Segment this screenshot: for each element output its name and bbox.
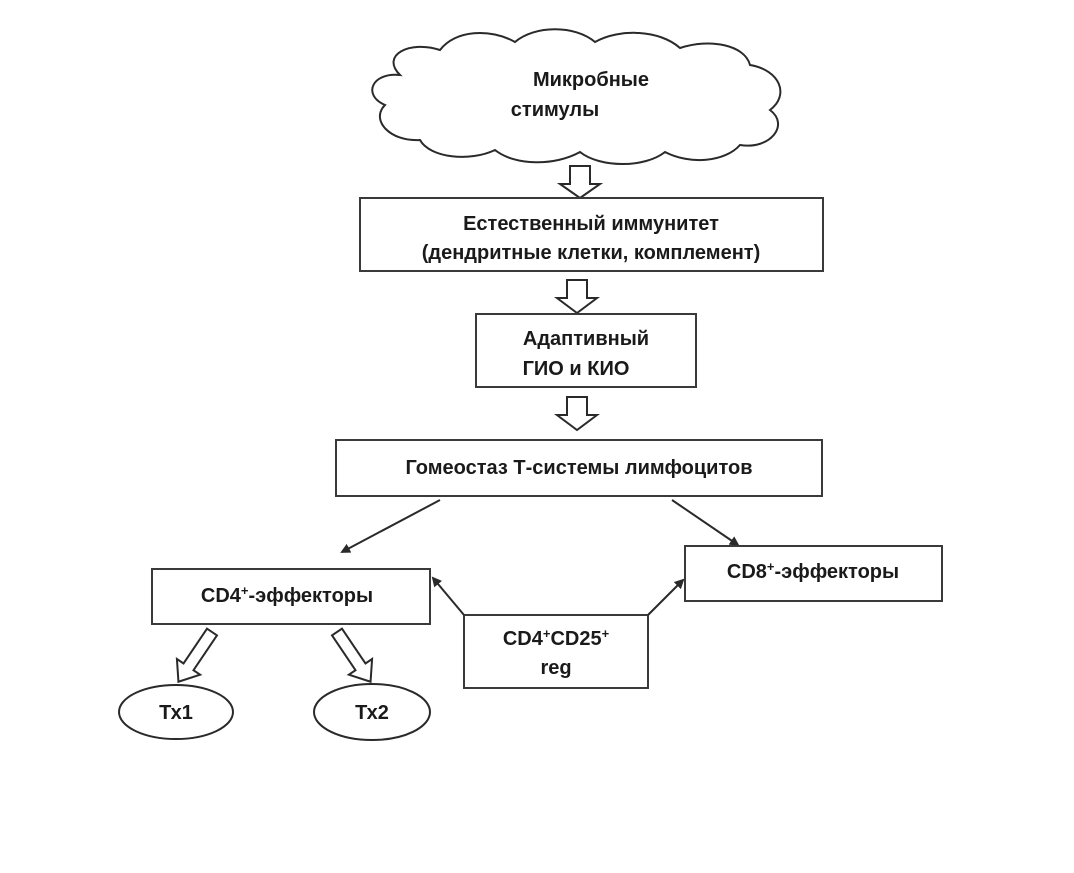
treg-label-line2: reg xyxy=(540,657,571,679)
cd4-box-frame xyxy=(151,568,431,625)
innate-label-line1: Естественный иммунитет xyxy=(463,213,719,235)
hollow-arrow-to-th1 xyxy=(175,627,219,684)
cd8-effectors-box: CD8+-эффекторы xyxy=(684,545,943,602)
cloud-label-line2: стимулы xyxy=(511,99,599,121)
arrow-treg-to-cd8 xyxy=(647,578,685,616)
cd8-label: CD8+-эффекторы xyxy=(727,559,899,584)
cloud-label-line1: Микробные xyxy=(533,69,649,91)
treg-box-frame xyxy=(463,614,649,689)
arrow-treg-to-cd4 xyxy=(431,576,465,616)
homeostasis-label: Гомеостаз Т-системы лимфоцитов xyxy=(405,457,752,479)
t-system-homeostasis-box: Гомеостаз Т-системы лимфоцитов xyxy=(335,439,823,497)
adaptive-label-line1: Адаптивный xyxy=(523,328,649,350)
th2-label: Тх2 xyxy=(355,702,389,724)
innate-label-line2: (дендритные клетки, комплемент) xyxy=(422,242,761,264)
hollow-down-arrow-3 xyxy=(554,396,600,432)
treg-label-line1: CD4+CD25+ xyxy=(503,626,610,651)
arrow-to-cd8 xyxy=(671,499,740,547)
cd8-box-frame xyxy=(684,545,943,602)
cd4-label: CD4+-эффекторы xyxy=(201,583,373,608)
adaptive-box-frame xyxy=(475,313,697,388)
adaptive-label-line2: ГИО и КИО xyxy=(523,358,630,380)
th1-label: Тх1 xyxy=(159,702,193,724)
th2-ellipse xyxy=(313,683,431,741)
microbial-stimuli-cloud: Микробные стимулы xyxy=(371,28,782,165)
innate-box-frame xyxy=(359,197,824,272)
adaptive-immunity-box: Адаптивный ГИО и КИО xyxy=(475,313,697,388)
cloud-shape xyxy=(371,28,782,165)
arrow-to-cd4 xyxy=(340,499,441,553)
treg-box: CD4+CD25+ reg xyxy=(463,614,649,689)
th2-node: Тх2 xyxy=(313,683,431,741)
homeostasis-box-frame xyxy=(335,439,823,497)
cd4-effectors-box: CD4+-эффекторы xyxy=(151,568,431,625)
innate-immunity-box: Естественный иммунитет (дендритные клетк… xyxy=(359,197,824,272)
th1-node: Тх1 xyxy=(118,684,234,740)
hollow-arrow-to-th2 xyxy=(330,627,374,684)
hollow-down-arrow-1 xyxy=(556,165,604,200)
th1-ellipse xyxy=(118,684,234,740)
hollow-down-arrow-2 xyxy=(554,279,600,315)
